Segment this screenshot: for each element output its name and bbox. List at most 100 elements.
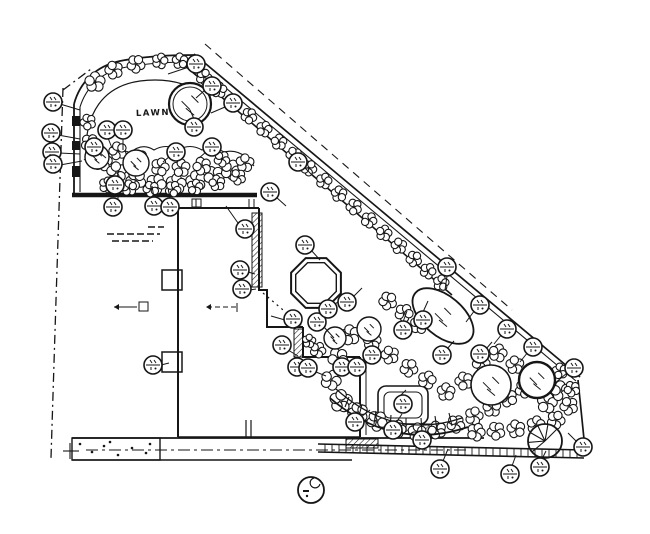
callout-glyph-mark — [540, 461, 544, 466]
tree-texture-stroke — [363, 327, 370, 333]
callout-glyph-mark — [447, 261, 451, 266]
callout-glyph-mark — [115, 179, 119, 184]
lawn-area-label: LAWN — [136, 108, 170, 119]
plant-callout-circle — [564, 358, 584, 378]
callout-leader-line — [151, 185, 155, 199]
plant-cluster-lobe — [305, 333, 313, 341]
plant-cluster — [465, 406, 484, 426]
callout-glyph-dot — [306, 247, 309, 250]
callout-glyph-mark — [282, 339, 286, 344]
tree-texture-stroke — [486, 388, 496, 397]
plant-cluster-lobe — [307, 160, 316, 169]
fan-spoke — [544, 424, 549, 442]
plant-cluster-lobe — [427, 375, 437, 385]
callout-glyph-mark — [176, 146, 180, 151]
plant-cluster — [104, 60, 123, 80]
callout-glyph-mark — [574, 362, 578, 367]
callout-glyph-mark — [480, 299, 484, 304]
callout-leader-line — [270, 315, 286, 321]
tree-canopy-circle — [470, 364, 512, 406]
callout-glyph-mark — [503, 323, 507, 328]
plant-callout-circle — [530, 457, 550, 477]
tree-canopy-circle — [356, 316, 382, 342]
isolated-shrub-notch — [309, 477, 321, 489]
tree-symbol — [356, 316, 382, 342]
plant-callout-circle — [393, 320, 413, 340]
plant-cluster — [360, 212, 378, 229]
plant-cluster — [171, 52, 189, 69]
callout-glyph-dot — [318, 324, 321, 327]
callout-glyph-mark — [294, 156, 298, 161]
plant-cluster-lobe — [160, 56, 169, 65]
callout-glyph-mark — [212, 80, 216, 85]
plant-cluster — [536, 392, 558, 414]
callout-glyph-mark — [343, 296, 347, 301]
callout-glyph-mark — [442, 349, 446, 354]
callout-leader-line — [59, 103, 81, 111]
callout-glyph-mark — [529, 341, 533, 346]
plant-callout-circle — [437, 257, 457, 277]
callout-glyph-dot — [116, 187, 119, 190]
bed-strip-blob-3 — [72, 166, 80, 177]
callout-glyph-mark — [229, 97, 233, 102]
tree-texture-stroke — [482, 381, 492, 391]
plant-cluster-lobe — [270, 136, 280, 145]
callout-leader-line — [442, 448, 449, 462]
callout-leader-line — [167, 187, 171, 200]
plant-cluster — [79, 113, 96, 131]
plant-cluster — [126, 55, 146, 74]
callout-glyph-mark — [47, 127, 51, 132]
tree-texture-stroke — [136, 157, 142, 163]
plant-cluster — [256, 120, 273, 138]
plant-cluster — [563, 380, 581, 398]
arrow-head — [114, 304, 119, 310]
callout-glyph-dot — [343, 369, 346, 372]
callout-glyph-dot — [177, 154, 180, 157]
plant-cluster-lobe — [509, 355, 520, 365]
plant-cluster — [301, 333, 317, 349]
plant-cluster-lobe — [192, 161, 202, 172]
plant-cluster — [152, 52, 169, 70]
sidewalk-texture-dot — [108, 440, 112, 444]
plant-cluster-lobe — [488, 345, 499, 356]
callout-leader-line — [422, 300, 429, 313]
callout-leader-line — [402, 310, 408, 323]
callout-glyph-dot — [241, 272, 244, 275]
sidewalk-texture-dot — [130, 446, 134, 450]
callout-glyph-mark — [48, 146, 52, 151]
door-stoop-upper — [161, 269, 183, 291]
callout-glyph-mark — [372, 349, 376, 354]
callout-leader-line — [553, 372, 568, 385]
callout-glyph-mark — [150, 200, 154, 205]
callout-glyph-dot — [52, 135, 55, 138]
callout-glyph-mark — [423, 314, 427, 319]
plant-cluster-lobe — [107, 60, 117, 71]
plant-callout-circle — [43, 92, 63, 112]
plant-cluster-lobe — [117, 143, 127, 153]
tree-texture-stroke — [529, 377, 538, 386]
callout-glyph-mark — [107, 124, 111, 129]
plant-callout-circle — [500, 464, 520, 484]
plant-cluster-lobe — [383, 345, 394, 356]
arrow-annotations — [114, 304, 236, 310]
tree-symbol — [517, 360, 557, 400]
plant-callout-circle — [318, 299, 338, 319]
step-tread-tick — [434, 415, 438, 431]
plant-callout-circle — [160, 197, 180, 217]
plant-cluster-lobe — [491, 431, 501, 441]
callout-glyph-mark — [90, 141, 94, 146]
tree-texture-stroke — [130, 160, 137, 167]
callout-leader-line — [275, 196, 287, 207]
tree-texture-stroke — [443, 307, 452, 316]
callout-glyph-dot — [283, 347, 286, 350]
plant-cluster-lobe — [324, 176, 333, 185]
plant-cluster-lobe — [428, 267, 437, 276]
callout-glyph-mark — [208, 141, 212, 146]
plant-cluster — [345, 198, 362, 216]
plant-callout-circle — [413, 310, 433, 330]
octagon-inner-ring — [295, 262, 337, 304]
arrow-annotation-box — [138, 301, 149, 312]
callout-glyph-mark — [328, 303, 332, 308]
callout-leader-line — [511, 454, 517, 467]
plant-callout-circle — [298, 358, 318, 378]
